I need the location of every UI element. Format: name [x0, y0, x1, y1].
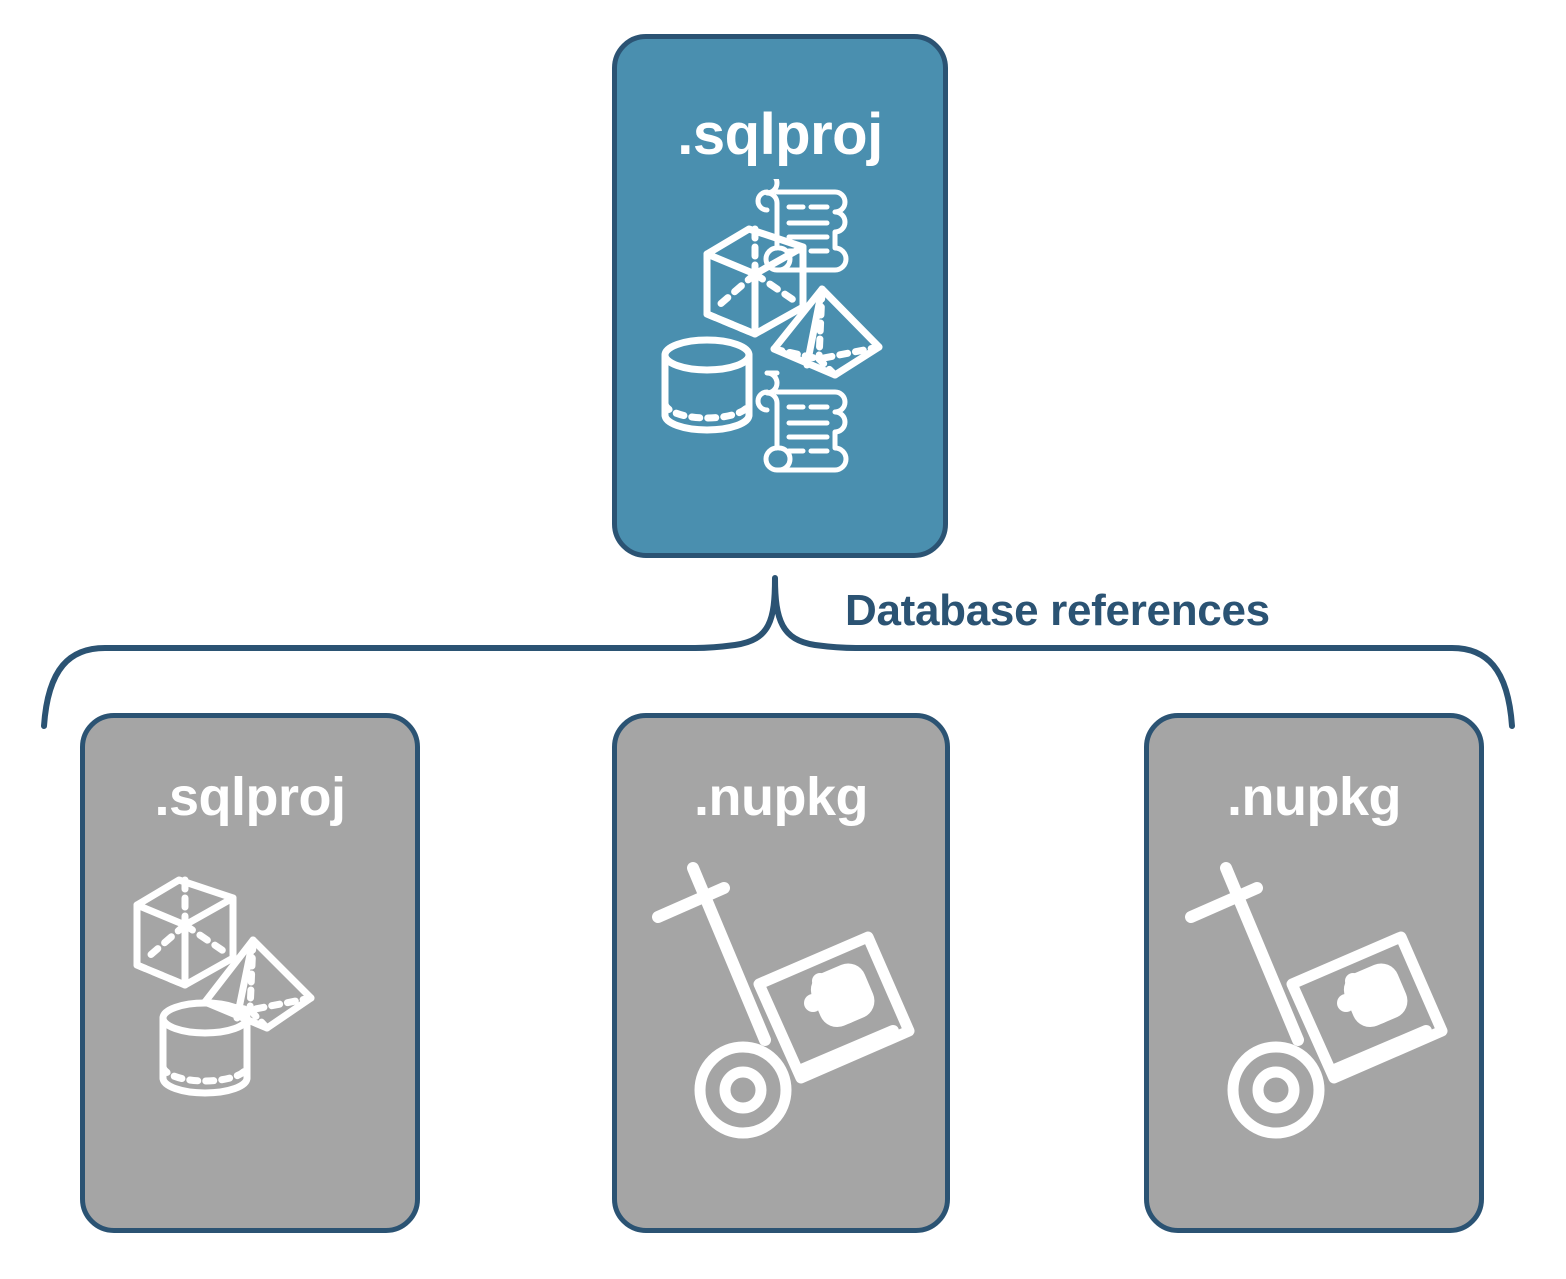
brace-path	[41, 575, 1515, 729]
cube-icon	[133, 876, 237, 989]
root-node-sqlproj[interactable]: .sqlproj	[612, 34, 948, 558]
package-dolly-icon-glyph	[1337, 963, 1408, 1028]
script-scroll-icon	[755, 170, 849, 273]
cylinder-icon	[661, 336, 753, 434]
package-dolly-icon-glyph	[804, 963, 875, 1028]
child-node-nupkg-1[interactable]: .nupkg	[612, 713, 950, 1233]
child-node-artwork	[617, 828, 945, 1158]
connector-label: Database references	[845, 586, 1270, 635]
child-node-sqlproj[interactable]: .sqlproj	[80, 713, 420, 1233]
root-node-artwork	[617, 170, 943, 479]
child-node-label: .nupkg	[694, 767, 868, 827]
script-scroll-icon	[755, 370, 849, 473]
child-node-artwork	[85, 858, 415, 1108]
package-dolly-icon	[1185, 862, 1448, 1139]
child-node-label: .sqlproj	[154, 767, 346, 827]
cylinder-icon	[159, 999, 251, 1097]
child-node-label: .nupkg	[1227, 767, 1401, 827]
package-dolly-icon	[652, 862, 915, 1139]
cube-icon	[703, 225, 807, 338]
pyramid-icon	[770, 285, 883, 379]
child-node-nupkg-2[interactable]: .nupkg	[1144, 713, 1484, 1233]
child-node-artwork	[1149, 828, 1479, 1158]
root-node-label: .sqlproj	[677, 102, 883, 167]
